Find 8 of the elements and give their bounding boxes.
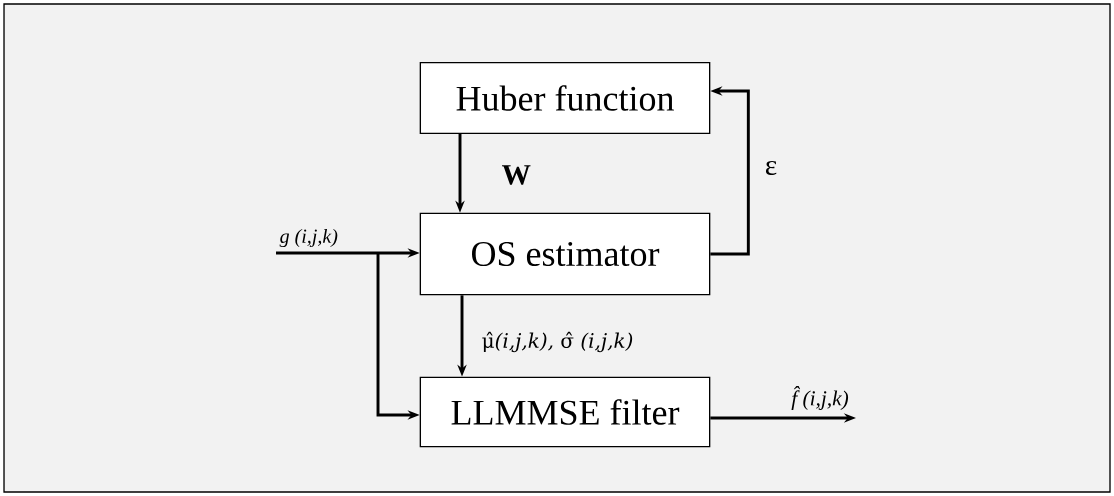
edge-label: g (i,j,k)	[279, 228, 338, 248]
edge-label: μ̂(i,j,k), σ̂ (i,j,k)	[482, 331, 633, 353]
process-box: OS estimator	[419, 212, 711, 296]
process-box: LLMMSE filter	[419, 376, 711, 448]
edge-label: ε	[765, 160, 777, 176]
edge-label: W	[502, 165, 531, 185]
edge-label: f̂ (i,j,k)	[791, 386, 849, 410]
process-box: Huber function	[419, 62, 711, 134]
